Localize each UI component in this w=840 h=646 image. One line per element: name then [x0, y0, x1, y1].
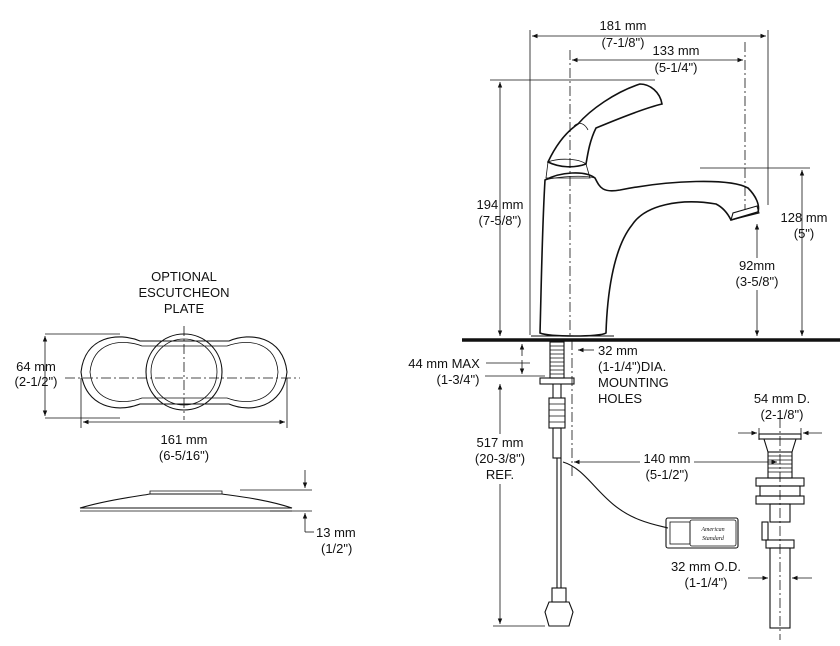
faucet-width-in: (7-1/8")	[602, 35, 645, 50]
escutcheon-title-line1: OPTIONAL	[151, 269, 217, 284]
escutcheon-title-line2: ESCUTCHEON	[138, 285, 229, 300]
drain-pivot-nut	[761, 521, 769, 541]
tailpiece-od-in: (1-1/4")	[685, 575, 728, 590]
escutcheon-plate-view: OPTIONAL ESCUTCHEON PLATE 64 mm (2-1/2")…	[15, 269, 356, 556]
supply-coupling-threads	[549, 403, 565, 423]
escutcheon-width-in: (6-5/16")	[159, 448, 209, 463]
battery-cable	[562, 461, 669, 529]
battery-offset-mm: 140 mm	[644, 451, 691, 466]
aerator-clearance-in: (3-5/8")	[736, 274, 779, 289]
faucet-width-mm: 181 mm	[600, 18, 647, 33]
supply-connector	[552, 427, 562, 459]
hole-dia-line4: HOLES	[598, 391, 642, 406]
spout-height-mm: 128 mm	[781, 210, 828, 225]
faucet-handle-collar	[573, 122, 589, 131]
escutcheon-height-mm: 64 mm	[16, 359, 56, 374]
drain-assembly-view: 54 mm D. (2-1/8") 32 mm O.D. (1-1/4")	[668, 391, 822, 640]
escutcheon-side-view	[79, 493, 293, 509]
spout-height-in: (5")	[794, 226, 815, 241]
tailpiece-od-backdrop	[668, 560, 744, 592]
battery-offset-backdrop	[640, 452, 694, 484]
spout-reach-in: (5-1/4")	[655, 60, 698, 75]
mounting-nut	[539, 377, 575, 385]
supply-coupling	[548, 397, 566, 429]
hole-dia-mm: 32 mm	[598, 343, 638, 358]
battery-logo-line1: American	[700, 527, 724, 533]
escutcheon-plate-outline	[80, 336, 288, 409]
deck-max-mm: 44 mm MAX	[408, 356, 480, 371]
faucet-height-in: (7-5/8")	[479, 213, 522, 228]
faucet-body-top-rim	[544, 175, 596, 181]
faucet-handle-base	[545, 158, 591, 179]
escutcheon-title-line3: PLATE	[164, 301, 205, 316]
escutcheon-thickness-in: (1/2")	[321, 541, 352, 556]
aerator-label-backdrop	[733, 258, 783, 290]
aerator-clearance-mm: 92mm	[739, 258, 775, 273]
shank-threads	[550, 345, 564, 375]
battery-logo-line2: Standard	[702, 536, 725, 542]
supply-len-in: (20-3/8")	[475, 451, 525, 466]
supply-len-mm: 517 mm	[477, 435, 524, 450]
supply-len-ref: REF.	[486, 467, 514, 482]
drain-housing	[769, 503, 791, 523]
supply-end-nut	[544, 601, 574, 627]
supply-end-fitting	[551, 587, 567, 603]
spout-reach-mm: 133 mm	[653, 43, 700, 58]
faucet-aerator	[730, 205, 760, 221]
faucet-handle	[546, 83, 663, 168]
escutcheon-plate-inner-outline	[89, 342, 279, 402]
supply-len-label-backdrop	[470, 434, 530, 484]
deck-max-in: (1-3/4")	[437, 372, 480, 387]
drain-diameter-in: (2-1/8")	[761, 407, 804, 422]
escutcheon-thickness-mm: 13 mm	[316, 525, 356, 540]
tailpiece-od-mm: 32 mm O.D.	[671, 559, 741, 574]
hole-dia-line2: (1-1/4")DIA.	[598, 359, 666, 374]
drain-body-threads	[768, 455, 792, 473]
mounting-shank	[549, 341, 565, 379]
battery-pack: American Standard	[665, 517, 739, 549]
escutcheon-width-mm: 161 mm	[161, 432, 208, 447]
drain-tailpiece	[769, 547, 791, 629]
escutcheon-height-in: (2-1/2")	[15, 374, 58, 389]
supply-fitting	[552, 384, 562, 399]
faucet-height-mm: 194 mm	[477, 197, 524, 212]
battery-offset-in: (5-1/2")	[646, 467, 689, 482]
faucet-body	[539, 172, 760, 337]
faucet-side-view: 181 mm (7-1/8") 133 mm (5-1/4") 194 mm (…	[408, 18, 840, 627]
drain-diameter-mm: 54 mm D.	[754, 391, 810, 406]
hole-dia-line3: MOUNTING	[598, 375, 669, 390]
escutcheon-side-boss	[149, 490, 223, 494]
